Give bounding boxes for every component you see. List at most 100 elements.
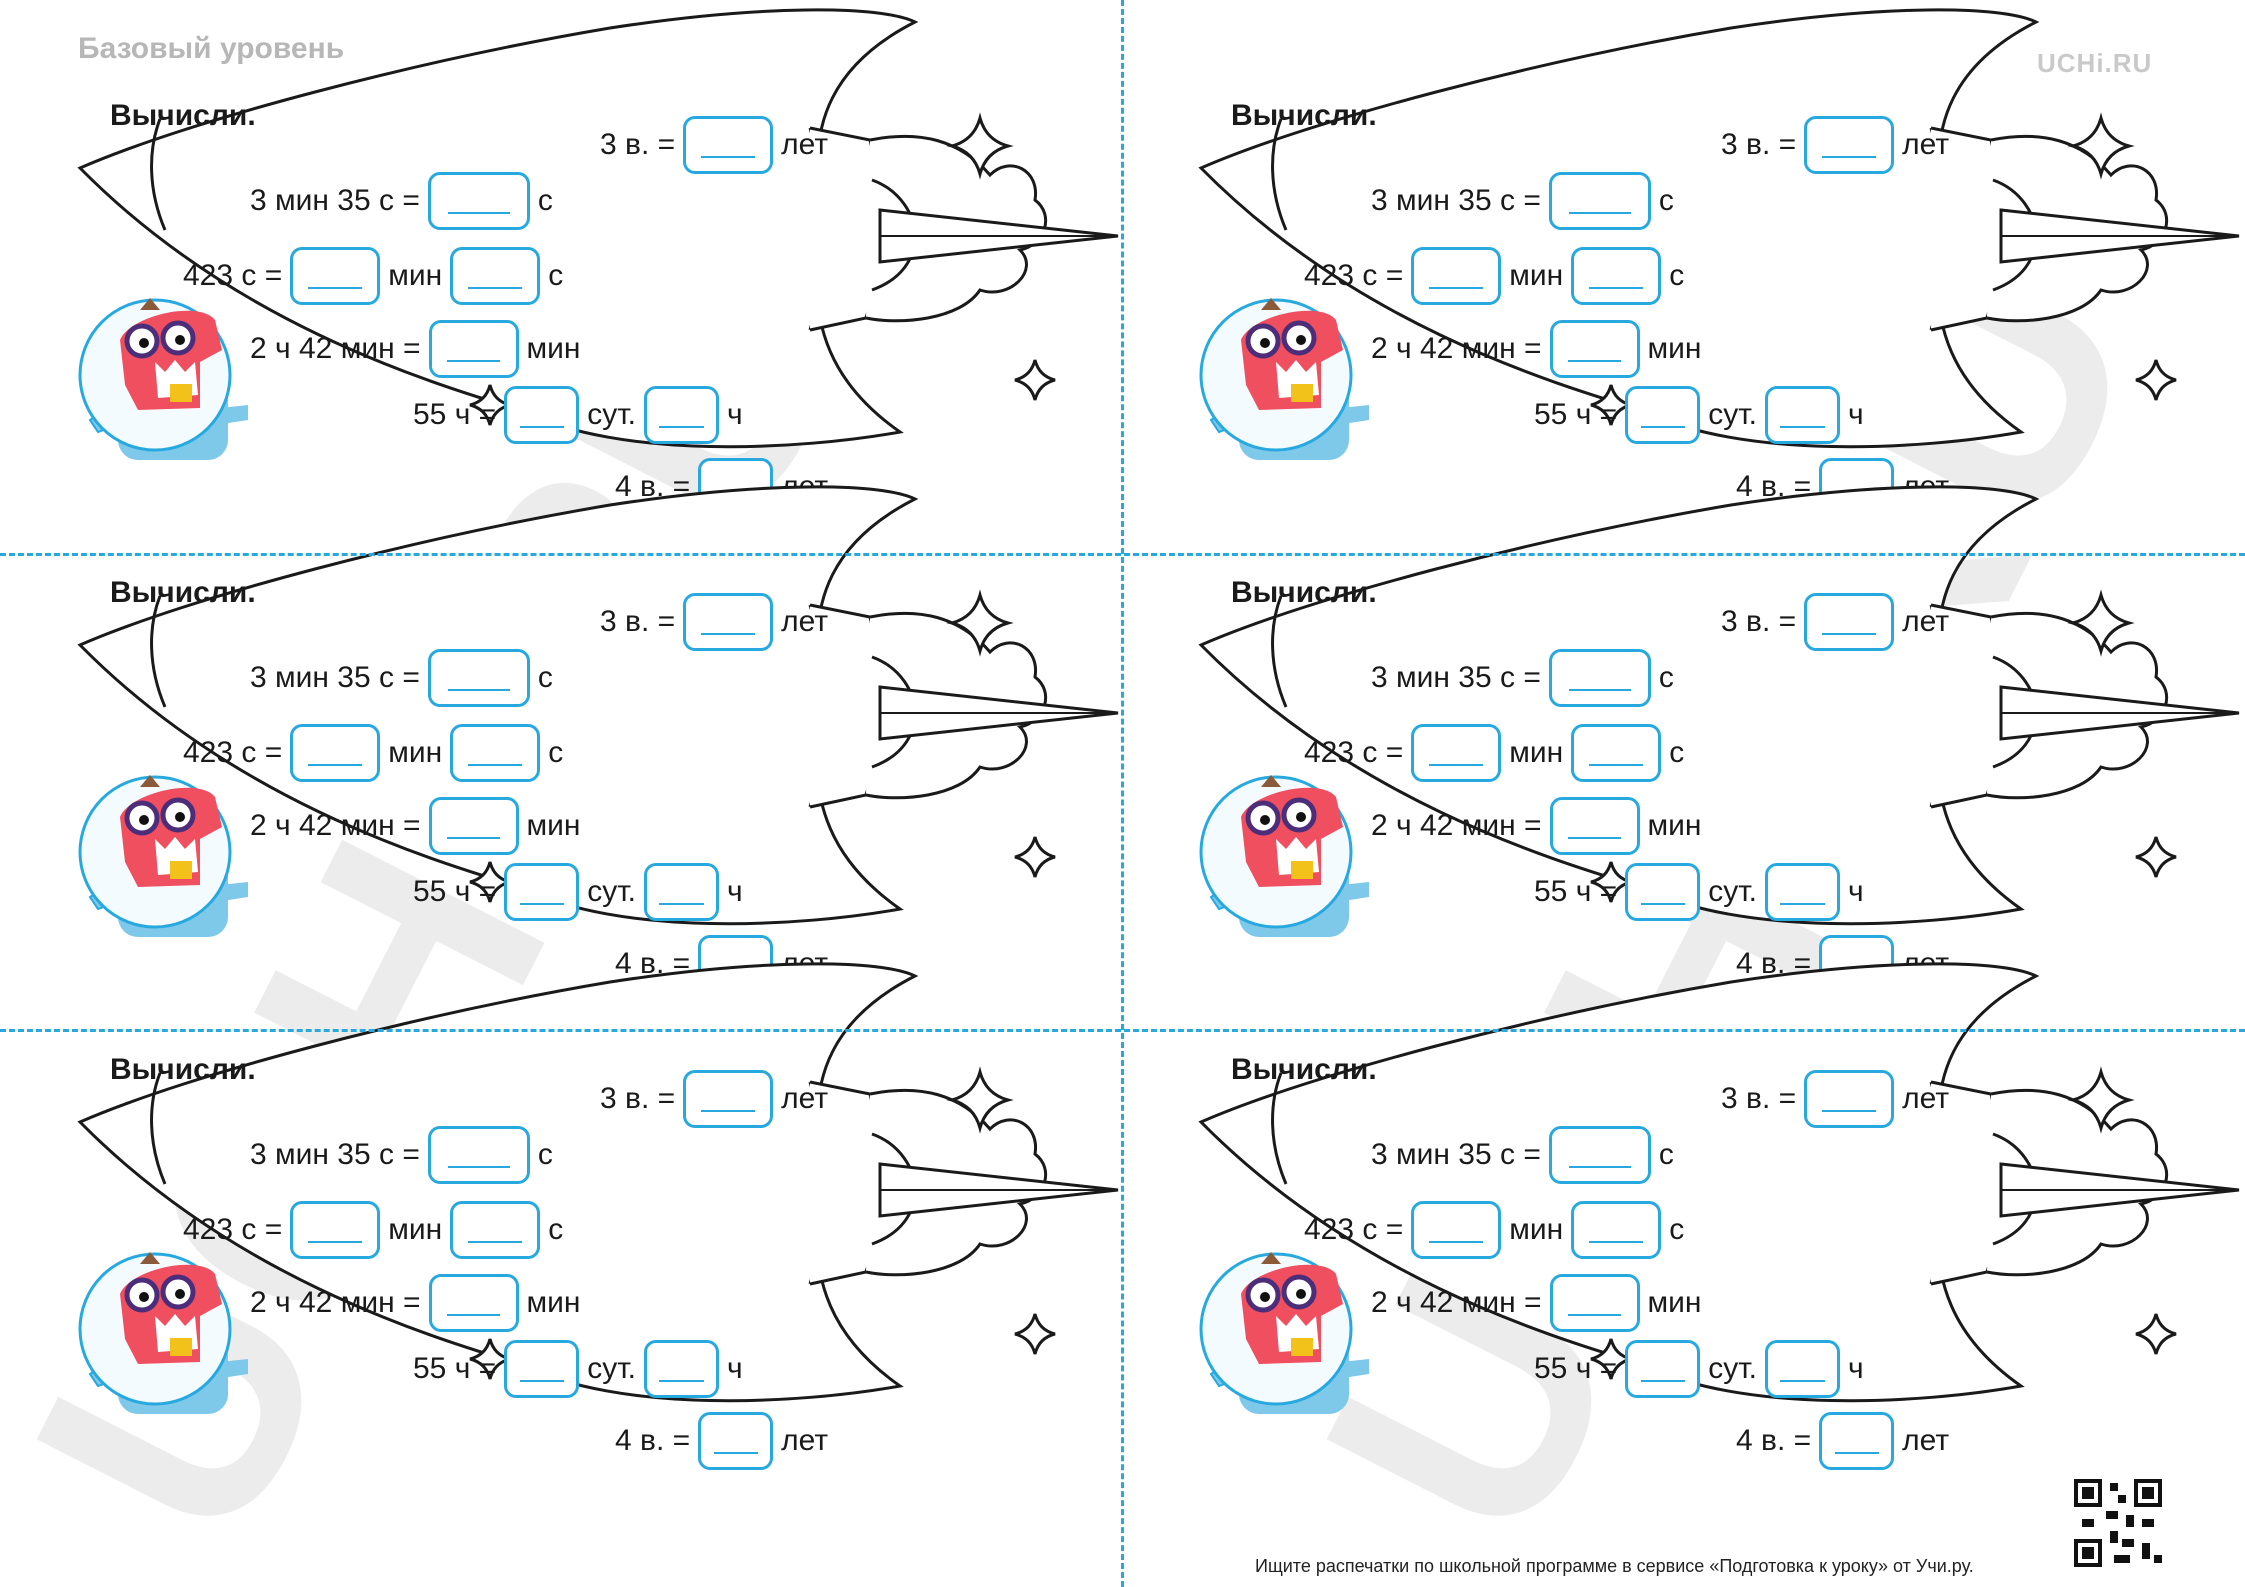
unit-label: с: [548, 259, 564, 292]
answer-box[interactable]: [1411, 724, 1502, 782]
row-centuries-4: 4 в. = лет: [615, 1410, 828, 1472]
card-title: Вычисли.: [1231, 1053, 1377, 1086]
answer-box[interactable]: [504, 863, 580, 921]
exercise-card: Вычисли. 3 в. = лет 3 мин 35 с = с 423 с…: [1121, 954, 2242, 1470]
expression-label: 3 мин 35 с =: [1371, 661, 1541, 694]
star-icon: [1590, 861, 1632, 903]
row-centuries-3: 3 в. = лет: [600, 114, 828, 176]
expression-label: 423 с =: [183, 736, 283, 769]
answer-box[interactable]: [1764, 1340, 1840, 1398]
star-icon: [469, 384, 511, 426]
answer-box[interactable]: [643, 863, 719, 921]
row-minutes-seconds: 3 мин 35 с = с: [1371, 1124, 1674, 1186]
unit-label: мин: [388, 259, 443, 292]
unit-label: ч: [726, 875, 743, 908]
answer-box[interactable]: [427, 172, 530, 230]
answer-box[interactable]: [1819, 1412, 1895, 1470]
qr-code-icon: [2070, 1475, 2166, 1571]
answer-box[interactable]: [450, 1201, 541, 1259]
unit-label: мин: [1647, 809, 1702, 842]
answer-box[interactable]: [428, 797, 519, 855]
unit-label: ч: [1847, 1352, 1864, 1385]
answer-box[interactable]: [1548, 172, 1651, 230]
answer-box[interactable]: [290, 247, 381, 305]
brand-logo: UCHi.RU: [2037, 48, 2153, 78]
star-icon: [1014, 836, 1056, 878]
unit-label: мин: [526, 809, 581, 842]
answer-box[interactable]: [427, 649, 530, 707]
answer-box[interactable]: [1549, 320, 1640, 378]
row-minutes-seconds: 3 мин 35 с = с: [250, 647, 553, 709]
answer-box[interactable]: [1548, 1126, 1651, 1184]
expression-label: 2 ч 42 мин =: [1371, 1286, 1542, 1319]
exercise-card: Вычисли. 3 в. = лет 3 мин 35 с = с 423 с…: [0, 477, 1121, 993]
answer-box[interactable]: [1625, 863, 1701, 921]
answer-box[interactable]: [1804, 593, 1895, 651]
expression-label: 3 мин 35 с =: [250, 661, 420, 694]
unit-label: с: [1658, 184, 1674, 217]
answer-box[interactable]: [428, 1274, 519, 1332]
expression-label: 423 с =: [1304, 736, 1404, 769]
answer-box[interactable]: [683, 593, 774, 651]
answer-box[interactable]: [698, 1412, 774, 1470]
row-hours-days: 55 ч = сут. ч: [413, 861, 743, 923]
expression-label: 2 ч 42 мин =: [1371, 332, 1542, 365]
answer-box[interactable]: [1804, 1070, 1895, 1128]
answer-box[interactable]: [683, 1070, 774, 1128]
answer-box[interactable]: [1625, 1340, 1701, 1398]
answer-box[interactable]: [1625, 386, 1701, 444]
expression-label: 2 ч 42 мин =: [250, 809, 421, 842]
answer-box[interactable]: [1764, 386, 1840, 444]
answer-box[interactable]: [450, 724, 541, 782]
star-icon: [1014, 1313, 1056, 1355]
unit-label: ч: [726, 1352, 743, 1385]
expression-label: 3 в. =: [1721, 128, 1797, 161]
answer-box[interactable]: [427, 1126, 530, 1184]
expression-label: 423 с =: [183, 259, 283, 292]
star-icon: [469, 1338, 511, 1380]
unit-label: мин: [1509, 736, 1564, 769]
answer-box[interactable]: [504, 1340, 580, 1398]
answer-box[interactable]: [643, 1340, 719, 1398]
answer-box[interactable]: [1804, 116, 1895, 174]
answer-box[interactable]: [1411, 1201, 1502, 1259]
unit-label: сут.: [1708, 398, 1757, 431]
unit-label: с: [548, 736, 564, 769]
unit-label: сут.: [1708, 875, 1757, 908]
expression-label: 3 в. =: [600, 1082, 676, 1115]
answer-box[interactable]: [504, 386, 580, 444]
answer-box[interactable]: [1764, 863, 1840, 921]
unit-label: лет: [1902, 128, 1950, 161]
answer-box[interactable]: [450, 247, 541, 305]
answer-box[interactable]: [1549, 797, 1640, 855]
answer-box[interactable]: [683, 116, 774, 174]
answer-box[interactable]: [1571, 724, 1662, 782]
answer-box[interactable]: [1571, 1201, 1662, 1259]
answer-box[interactable]: [428, 320, 519, 378]
answer-box[interactable]: [1411, 247, 1502, 305]
exercise-card: Вычисли. 3 в. = лет 3 мин 35 с = с 423 с…: [1121, 477, 2242, 993]
row-hours-days: 55 ч = сут. ч: [413, 1338, 743, 1400]
row-seconds: 423 с = мин с: [183, 722, 563, 784]
answer-box[interactable]: [290, 1201, 381, 1259]
row-minutes-seconds: 3 мин 35 с = с: [250, 1124, 553, 1186]
star-icon: [946, 1066, 1014, 1134]
level-label: Базовый уровень: [78, 32, 345, 65]
unit-label: с: [1669, 1213, 1685, 1246]
card-title: Вычисли.: [1231, 576, 1377, 609]
unit-label: с: [537, 184, 553, 217]
answer-box[interactable]: [1548, 649, 1651, 707]
answer-box[interactable]: [643, 386, 719, 444]
star-icon: [469, 861, 511, 903]
unit-label: сут.: [587, 875, 636, 908]
expression-label: 3 мин 35 с =: [250, 1138, 420, 1171]
unit-label: ч: [726, 398, 743, 431]
card-title: Вычисли.: [1231, 99, 1377, 132]
dino-astronaut-icon: [78, 298, 248, 460]
answer-box[interactable]: [290, 724, 381, 782]
unit-label: мин: [1509, 1213, 1564, 1246]
answer-box[interactable]: [1549, 1274, 1640, 1332]
row-minutes-seconds: 3 мин 35 с = с: [250, 170, 553, 232]
answer-box[interactable]: [1571, 247, 1662, 305]
row-seconds: 423 с = мин с: [1304, 1199, 1684, 1261]
